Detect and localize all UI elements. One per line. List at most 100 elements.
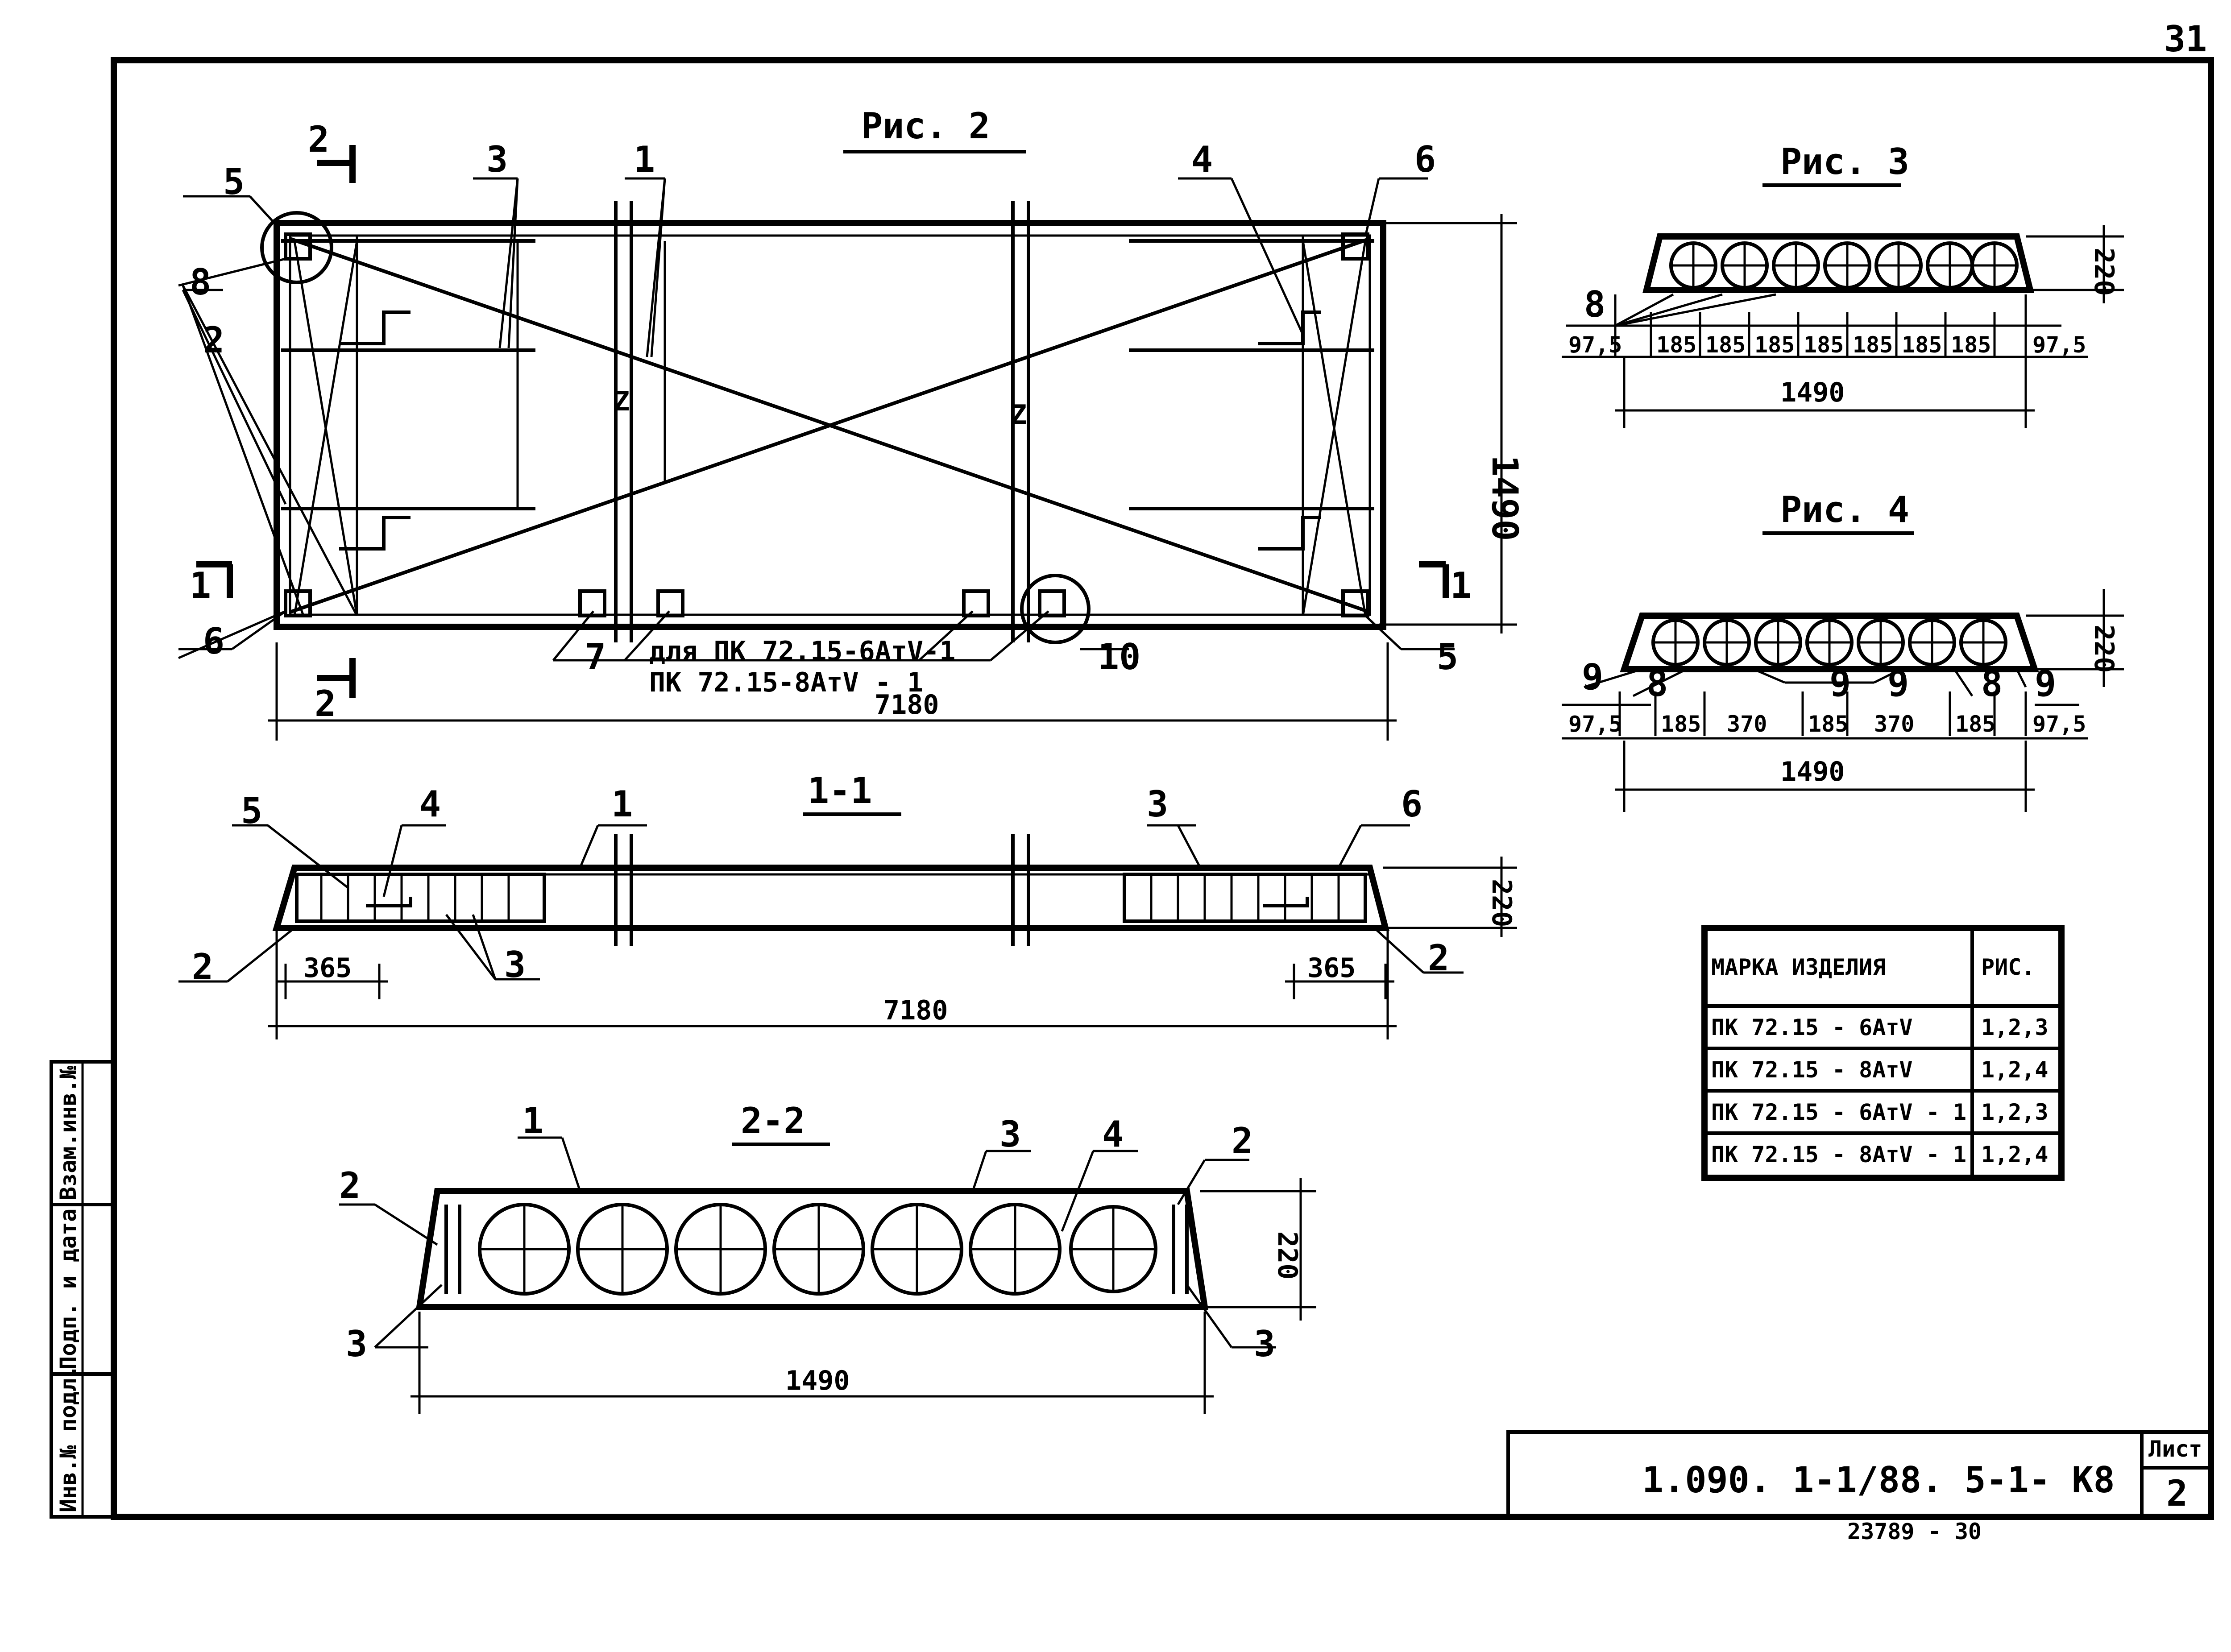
fig2-callout-5: 5 [223,161,245,203]
s11-callout-4: 4 [419,783,441,825]
fig3-dim-185-3: 185 [1754,332,1795,358]
fig2-cut-mark-2-top: 2 [308,119,329,160]
fig3-dim-total: 1490 [1780,377,1845,408]
side-stamp: Инв.№ подл. Подп. и дата Взам.инв.№ [50,1060,116,1519]
s11-dim-length: 7180 [883,995,948,1026]
fig2-cut-mark-2-bottom: 2 [315,683,336,725]
section-1-1 [178,824,1517,1039]
fig2-dim-width: 1490 [1484,455,1526,541]
fig2-note-line2: ПК 72.15-8АтV - 1 [649,667,923,698]
fig2-cut-mark-1-left: 1 [190,565,211,606]
s22-callout-1: 1 [522,1100,543,1142]
side-label-inv: Инв.№ подл. [55,1365,81,1512]
s11-dim-365-left: 365 [303,952,352,984]
fig2-note-line1: для ПК 72.15-6АтV-1 [649,636,955,667]
fig3-dim-185-6: 185 [1902,332,1942,358]
table-row-1-mark: ПК 72.15 - 6АтV [1711,1014,1913,1040]
fig4-dim-185-2: 185 [1808,711,1848,737]
fig2-dim-length: 7180 [875,689,939,720]
s22-dim-height: 220 [1272,1231,1303,1279]
bottom-number: 23789 - 30 [1847,1519,1982,1544]
table-row-3-mark: ПК 72.15 - 6АтV - 1 [1711,1099,1966,1125]
s22-callout-3-left: 3 [346,1323,367,1365]
fig2-callout-6b: 6 [203,621,224,662]
fig3-dim-185-7: 185 [1951,332,1991,358]
fig4-dim-97-right: 97,5 [2032,711,2086,737]
fig4-dim-height: 220 [2088,625,2119,673]
fig3-dim-185-5: 185 [1853,332,1893,358]
sheet-label: Лист [2148,1436,2202,1462]
fig3-title: Рис. 3 [1780,141,1909,182]
s11-callout-6: 6 [1401,783,1422,825]
s11-callout-3: 3 [1147,783,1168,825]
fig3-dim-185-2: 185 [1705,332,1746,358]
fig4-callout-9-center-right: 9 [1887,663,1909,704]
sheet-number: 2 [2166,1473,2188,1514]
s22-callout-2-right: 2 [1232,1120,1253,1162]
page-number: 31 [2164,18,2207,60]
s22-callout-2-left: 2 [339,1165,361,1206]
sheet-frame [111,57,2214,1520]
fig4-callout-9-right: 9 [2035,663,2056,704]
fig4-callout-9-center-left: 9 [1829,663,1851,704]
fig2-callout-3: 3 [486,139,508,180]
s11-callout-5: 5 [241,790,262,832]
fig2-callout-2: 2 [203,319,224,361]
fig4-dim-185-3: 185 [1955,711,1995,737]
fig4-callout-8-right: 8 [1981,663,2003,704]
s11-dim-height: 220 [1486,879,1517,927]
fig3-callout-8: 8 [1584,284,1605,325]
section-2-2-title: 2-2 [741,1100,805,1142]
s11-callout-2b: 2 [1428,937,1449,979]
side-label-replace: Взам.инв.№ [55,1066,81,1200]
table-row-2-mark: ПК 72.15 - 8АтV [1711,1057,1913,1083]
fig2-callout-5b: 5 [1437,636,1458,678]
fig2-hinge-mark-right: Z [1011,399,1027,431]
document-code: 1.090. 1-1/88. 5-1- К8 [1642,1459,2115,1501]
section-1-1-title: 1-1 [808,770,872,812]
s11-callout-2: 2 [192,946,213,988]
fig4-dim-total: 1490 [1780,756,1845,787]
section-2-2 [339,1136,1316,1414]
fig3-dim-97-right: 97,5 [2032,332,2086,358]
fig4-dim-97-left: 97,5 [1568,711,1622,737]
fig4-dim-185-1: 185 [1661,711,1701,737]
fig2-callout-4: 4 [1191,139,1213,180]
table-header-mark: МАРКА ИЗДЕЛИЯ [1711,954,1886,980]
side-label-sign: Подп. и дата [55,1209,81,1370]
s11-callout-1: 1 [611,783,633,825]
s22-callout-3: 3 [999,1114,1021,1155]
fig2-callout-1: 1 [634,139,655,180]
fig3-dim-97-left: 97,5 [1568,332,1622,358]
s22-dim-width: 1490 [785,1365,850,1396]
fig2-callout-7: 7 [585,636,606,678]
fig3-section [1562,225,2124,428]
fig4-section [1562,589,2124,812]
fig4-dim-370-1: 370 [1727,711,1767,737]
fig2-hinge-mark-left: Z [614,386,630,417]
title-block [1506,1430,2213,1519]
fig2-plan [178,145,1517,741]
table-row-1-fig: 1,2,3 [1981,1014,2049,1040]
s11-dim-365-right: 365 [1307,952,1356,984]
s22-callout-4: 4 [1102,1114,1124,1155]
fig2-cut-mark-1-right: 1 [1450,565,1472,606]
fig2-callout-8: 8 [190,261,211,303]
product-table [1701,925,2065,1181]
table-row-4-fig: 1,2,4 [1981,1142,2049,1168]
table-row-3-fig: 1,2,3 [1981,1099,2049,1125]
table-header-fig: РИС. [1981,954,2035,980]
table-row-2-fig: 1,2,4 [1981,1057,2049,1083]
fig4-callout-9-left: 9 [1582,656,1603,698]
fig4-callout-8-left: 8 [1646,663,1668,704]
s11-callout-3b: 3 [504,944,526,985]
fig4-title: Рис. 4 [1780,489,1909,530]
fig3-dim-185-4: 185 [1804,332,1844,358]
fig3-dim-height: 220 [2088,248,2119,296]
fig2-callout-6: 6 [1414,139,1436,180]
fig3-dim-185-1: 185 [1656,332,1696,358]
fig4-dim-370-2: 370 [1874,711,1914,737]
fig2-callout-10: 10 [1098,636,1140,678]
s22-callout-3-right: 3 [1254,1323,1275,1365]
